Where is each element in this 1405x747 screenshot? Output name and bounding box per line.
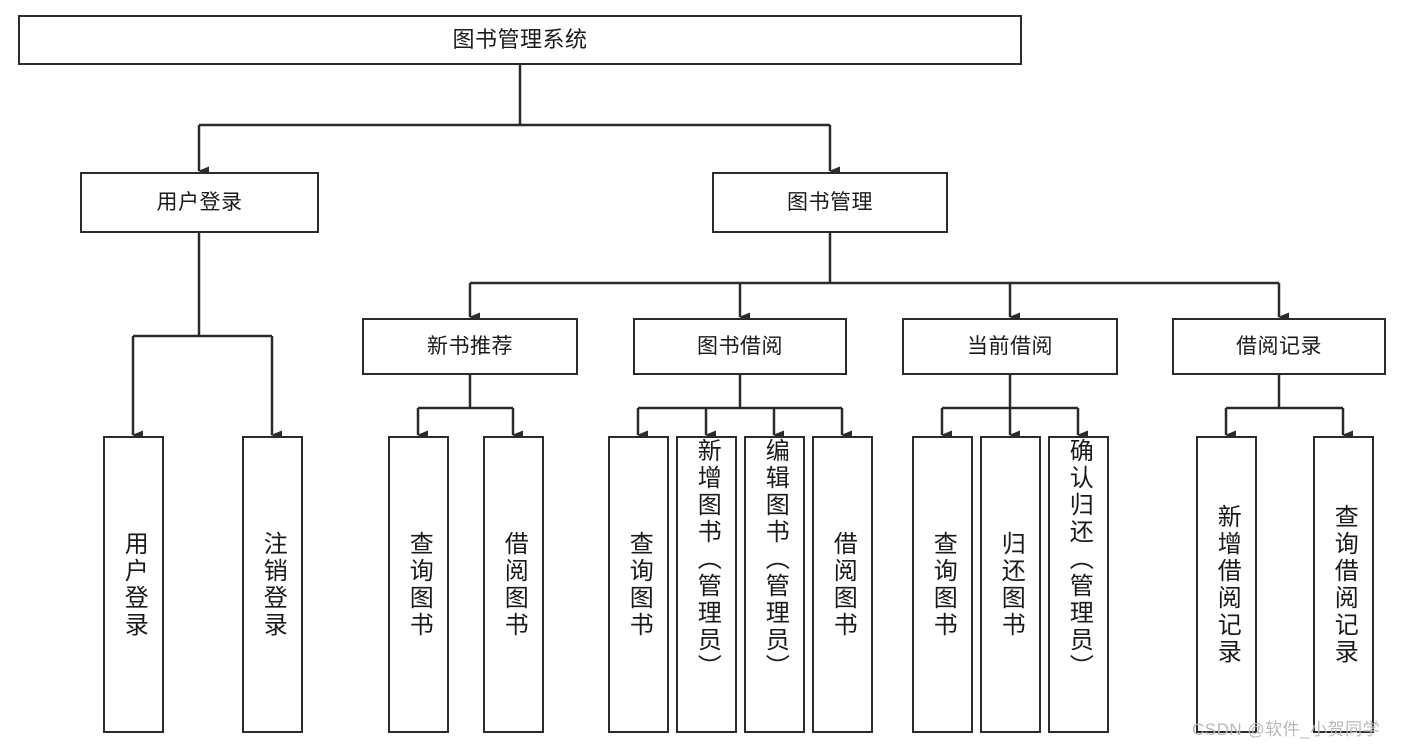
node-leaf-add-borrow-record-label: 新增借阅记录: [1213, 503, 1241, 666]
node-leaf-confirm-return-admin-label: 确认归还（管理员）: [1065, 438, 1093, 681]
edge-currentborrow-to-leaves: [940, 375, 1088, 440]
edge-userlogin-to-leaves: [131, 233, 282, 440]
node-leaf-query-book-2[interactable]: 查询图书: [608, 436, 669, 733]
node-leaf-add-book-admin-label: 新增图书（管理员）: [693, 438, 721, 681]
node-book-borrow[interactable]: 图书借阅: [633, 318, 847, 375]
node-leaf-logout-login[interactable]: 注销登录: [242, 436, 303, 733]
node-leaf-borrow-book-1[interactable]: 借阅图书: [483, 436, 544, 733]
node-book-manage[interactable]: 图书管理: [712, 172, 948, 233]
node-book-manage-label: 图书管理: [787, 191, 873, 214]
node-new-book-recommend-label: 新书推荐: [427, 335, 513, 358]
node-leaf-query-borrow-record[interactable]: 查询借阅记录: [1313, 436, 1374, 733]
node-borrow-record[interactable]: 借阅记录: [1172, 318, 1386, 375]
node-book-borrow-label: 图书借阅: [697, 335, 783, 358]
node-leaf-query-book-3[interactable]: 查询图书: [912, 436, 973, 733]
node-leaf-borrow-book-1-label: 借阅图书: [500, 530, 528, 639]
edge-borrowrecord-to-leaves: [1224, 375, 1353, 440]
node-leaf-user-login[interactable]: 用户登录: [103, 436, 164, 733]
node-borrow-record-label: 借阅记录: [1236, 335, 1322, 358]
node-leaf-query-book-1-label: 查询图书: [405, 530, 433, 639]
csdn-watermark: CSDN @软件_小贺同学: [1192, 720, 1381, 739]
edge-newbook-to-leaves: [416, 375, 523, 440]
node-new-book-recommend[interactable]: 新书推荐: [362, 318, 578, 375]
edge-root-to-level2: [197, 65, 840, 176]
node-leaf-return-book[interactable]: 归还图书: [980, 436, 1041, 733]
node-leaf-return-book-label: 归还图书: [997, 530, 1025, 639]
node-leaf-edit-book-admin[interactable]: 编辑图书（管理员）: [744, 436, 805, 733]
node-leaf-query-book-3-label: 查询图书: [929, 530, 957, 639]
edge-bookborrow-to-leaves: [636, 375, 852, 440]
node-leaf-query-book-2-label: 查询图书: [625, 530, 653, 639]
node-current-borrow[interactable]: 当前借阅: [902, 318, 1118, 375]
node-root-system[interactable]: 图书管理系统: [18, 15, 1022, 65]
node-leaf-borrow-book-2[interactable]: 借阅图书: [812, 436, 873, 733]
node-leaf-logout-login-label: 注销登录: [259, 530, 287, 639]
node-current-borrow-label: 当前借阅: [967, 335, 1053, 358]
node-leaf-query-borrow-record-label: 查询借阅记录: [1330, 503, 1358, 666]
node-user-login-label: 用户登录: [156, 191, 243, 214]
node-leaf-user-login-label: 用户登录: [120, 530, 148, 639]
node-leaf-add-book-admin[interactable]: 新增图书（管理员）: [676, 436, 737, 733]
node-leaf-confirm-return-admin[interactable]: 确认归还（管理员）: [1048, 436, 1109, 733]
edge-bookmanage-to-level3: [468, 233, 1289, 322]
node-leaf-query-book-1[interactable]: 查询图书: [388, 436, 449, 733]
node-user-login[interactable]: 用户登录: [80, 172, 319, 233]
node-root-system-label: 图书管理系统: [452, 27, 588, 52]
node-leaf-add-borrow-record[interactable]: 新增借阅记录: [1196, 436, 1257, 733]
node-leaf-edit-book-admin-label: 编辑图书（管理员）: [761, 438, 789, 681]
node-leaf-borrow-book-2-label: 借阅图书: [829, 530, 857, 639]
